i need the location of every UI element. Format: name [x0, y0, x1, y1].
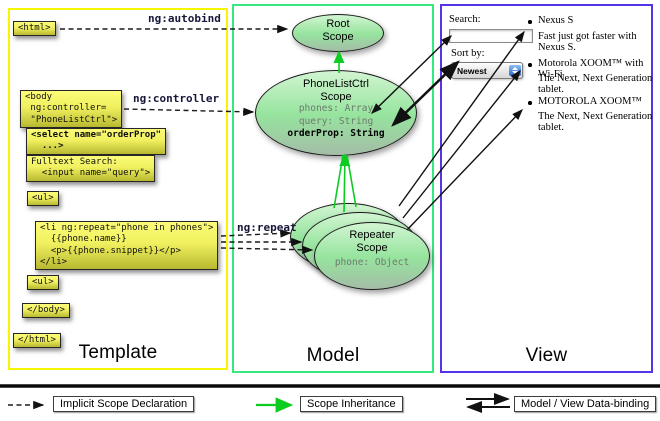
code-body-close: </body> — [22, 303, 70, 319]
phone-item-title: Motorola XOOM™ with Wi-Fi — [538, 58, 644, 80]
legend-implicit-scope-declaration: Implicit Scope Declaration — [53, 396, 195, 412]
label-ng-autobind: ng:autobind — [148, 12, 221, 25]
phone-item-title: MOTOROLA XOOM™ — [538, 96, 642, 107]
code-select-orderprop: <select name="orderProp" ...> — [26, 128, 167, 155]
phonelistctrl-scope-ellipse: PhoneListCtrl Scope phones: Array query:… — [255, 70, 417, 156]
search-input — [449, 29, 533, 43]
root-scope-title: Root Scope — [322, 18, 354, 43]
phone-item-desc: The Next, Next Generation tablet. — [538, 111, 653, 133]
model-column-label: Model — [306, 345, 360, 366]
label-ng-repeat: ng:repeat — [237, 221, 297, 234]
phone-item-desc: Fast just got faster with Nexus S. — [538, 31, 637, 53]
repeater-scope-title: Repeater Scope — [349, 229, 395, 254]
legend-scope-inheritance: Scope Inheritance — [300, 396, 403, 412]
legend-model-view-data-binding: Model / View Data-binding — [514, 396, 657, 412]
sort-by-label: Sort by: — [451, 48, 485, 59]
bullet-icon — [528, 20, 532, 24]
code-body-open: <body ng:controller= "PhoneListCtrl"> — [20, 90, 123, 128]
prop-phone: phone: Object — [334, 257, 410, 269]
code-html-close: </html> — [13, 333, 61, 349]
label-ng-controller: ng:controller — [133, 92, 220, 105]
dropdown-stepper-icon — [509, 65, 521, 76]
search-label: Search: — [449, 14, 481, 25]
phone-item-desc: The Next, Next Generation tablet. — [538, 73, 653, 95]
code-fulltext-search: Fulltext Search: <input name="query"> — [26, 155, 156, 182]
phonelistctrl-scope-title: PhoneListCtrl Scope — [302, 78, 370, 103]
code-ul-close: <ul> — [27, 275, 59, 291]
prop-orderprop: orderProp: String — [287, 127, 385, 139]
code-html-open: <html> — [13, 21, 56, 37]
prop-query: query: String — [298, 115, 374, 127]
phone-item-title: Nexus S — [538, 15, 574, 26]
code-li-repeat: <li ng:repeat="phone in phones"> {{phone… — [35, 221, 219, 270]
model-column: Model — [232, 4, 434, 373]
sort-dropdown-value: Newest — [457, 65, 487, 76]
code-ul-open: <ul> — [27, 191, 59, 207]
bullet-icon — [528, 101, 532, 105]
view-column-label: View — [525, 345, 568, 366]
repeater-scope-ellipse-front: Repeater Scope phone: Object — [314, 222, 430, 290]
prop-phones: phones: Array — [298, 103, 374, 115]
template-column-label: Template — [78, 342, 158, 363]
bullet-icon — [528, 63, 532, 67]
root-scope-ellipse: Root Scope — [292, 14, 384, 52]
sort-dropdown: Newest — [451, 62, 523, 79]
